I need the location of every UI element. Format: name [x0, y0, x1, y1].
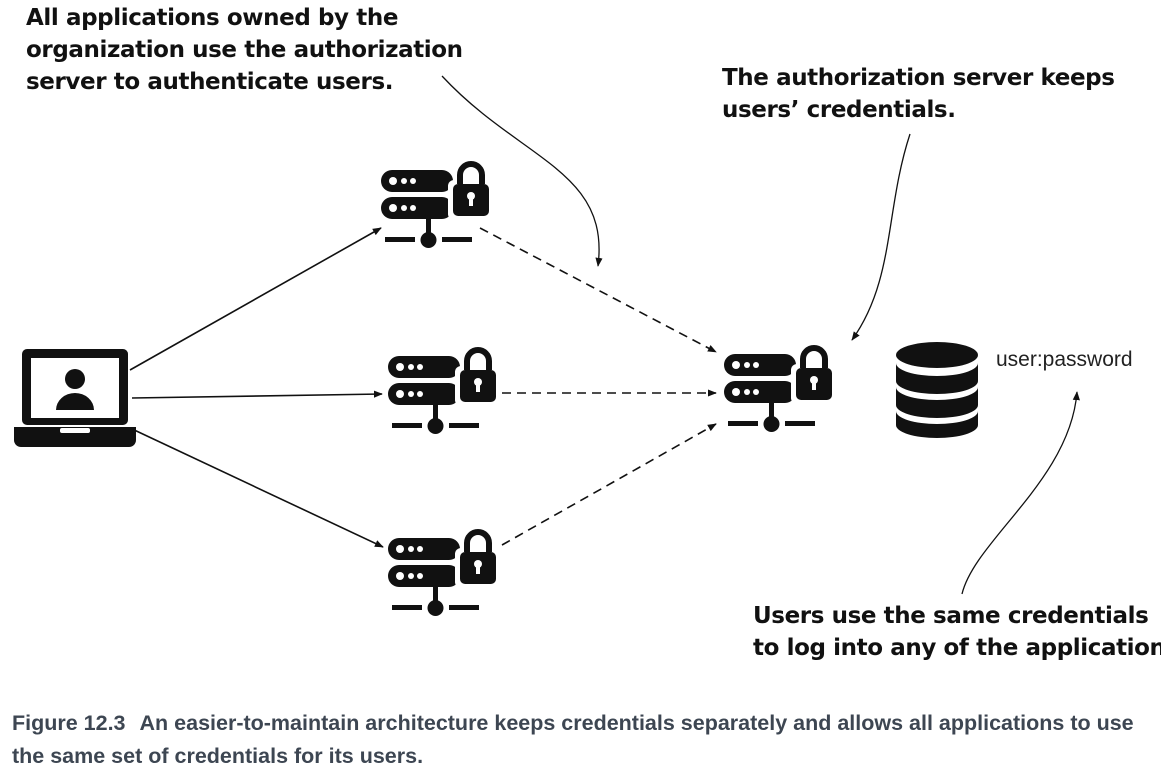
app-server-3-icon: [388, 530, 501, 616]
pointer-apps-annotation: [441, 75, 603, 267]
credential-label: user:password: [996, 348, 1133, 371]
app-server-2-icon: [388, 348, 501, 434]
apps-annotation: All applications owned by the organizati…: [26, 2, 463, 98]
users-annotation: Users use the same credentials to log in…: [753, 600, 1161, 664]
auth-annotation-line: users’ credentials.: [722, 97, 956, 123]
auth-server-annotation: The authorization server keeps users’ cr…: [722, 62, 1115, 126]
app-server-1-icon: [381, 162, 494, 248]
arrow-client-app-3: [129, 427, 384, 548]
apps-annotation-line: All applications owned by the: [26, 5, 399, 31]
arrow-client-app-1: [129, 227, 382, 371]
auth-server-icon: [724, 346, 837, 432]
figure-caption-text: An easier-to-maintain architecture keeps…: [12, 711, 1134, 768]
users-annotation-line: to log into any of the applications.: [753, 635, 1161, 661]
apps-annotation-line: server to authenticate users.: [26, 69, 394, 95]
client-to-app-arrows: [129, 227, 384, 548]
auth-annotation-line: The authorization server keeps: [722, 65, 1115, 91]
laptop-user-icon: [14, 349, 136, 447]
pointer-users-annotation: [961, 391, 1080, 595]
arrow-app1-auth: [479, 227, 717, 353]
users-annotation-line: Users use the same credentials: [753, 603, 1149, 629]
arrow-client-app-2: [131, 390, 383, 399]
database-icon: [896, 342, 978, 438]
app-to-auth-arrows: [479, 227, 717, 546]
annotation-pointers: [441, 75, 1080, 595]
apps-annotation-line: organization use the authorization: [26, 37, 463, 63]
figure-number: Figure 12.3: [12, 711, 126, 735]
arrow-app3-auth: [501, 423, 717, 546]
pointer-auth-annotation: [851, 133, 911, 341]
